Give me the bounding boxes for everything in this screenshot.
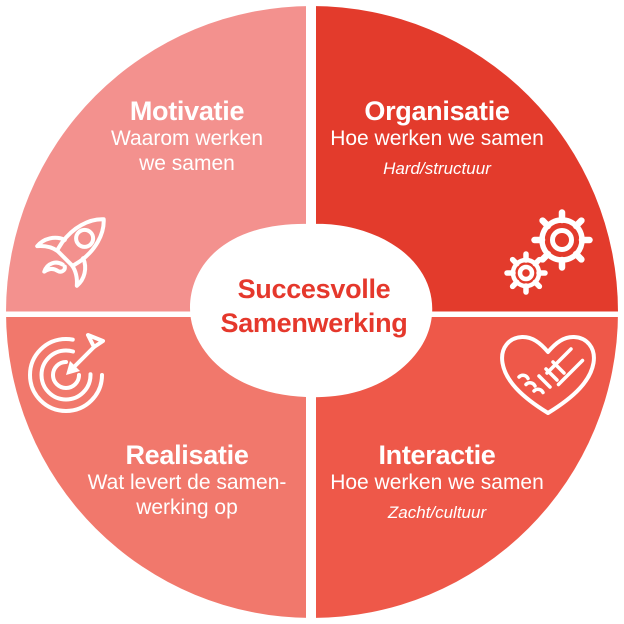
gear-large (531, 209, 593, 271)
quadrant-title: Interactie (378, 440, 496, 470)
quadrant-subtitle-line: Wat levert de samen- (87, 471, 287, 494)
quadrant-realisatie-label: Realisatie Wat levert de samen- werking … (88, 440, 287, 520)
quadrant-subtitle-line: Hoe werken we samen (330, 127, 544, 150)
quadrant-title: Organisatie (364, 96, 510, 126)
center-blob (190, 223, 433, 398)
rocket-icon (35, 217, 106, 288)
quadrant-title: Motivatie (129, 96, 245, 126)
quadrant-organisatie-label: Organisatie Hoe werken we samen Hard/str… (330, 96, 544, 180)
quadrant-subtitle-line: Hoe werken we samen (330, 471, 544, 494)
center-title: Succesvolle Samenwerking (221, 272, 408, 340)
quadrant-note: Zacht/cultuur (387, 503, 487, 522)
quadrant-note: Hard/structuur (383, 159, 491, 178)
quadrant-motivatie-label: Motivatie Waarom werken we samen (111, 96, 263, 176)
arrow-fletching (86, 333, 105, 349)
quadrant-subtitle-line: Waarom werken (110, 127, 264, 150)
quadrant-realisatie-shape (6, 312, 312, 618)
gear-small (504, 251, 548, 295)
quadrant-motivatie-shape (6, 6, 312, 312)
quadrant-subtitle-line: we samen (139, 152, 235, 175)
heart-handshake-icon (500, 335, 596, 415)
target-arrow-icon (28, 333, 105, 413)
center-title-line: Succesvolle (237, 274, 391, 304)
quadrant-subtitle-line: werking op (136, 496, 238, 519)
arrow-head (66, 361, 80, 375)
center-title-line: Samenwerking (220, 308, 408, 338)
gears-icon (504, 209, 593, 295)
quadrant-interactie-label: Interactie Hoe werken we samen Zacht/cul… (330, 440, 544, 524)
quadrant-title: Realisatie (125, 440, 249, 470)
